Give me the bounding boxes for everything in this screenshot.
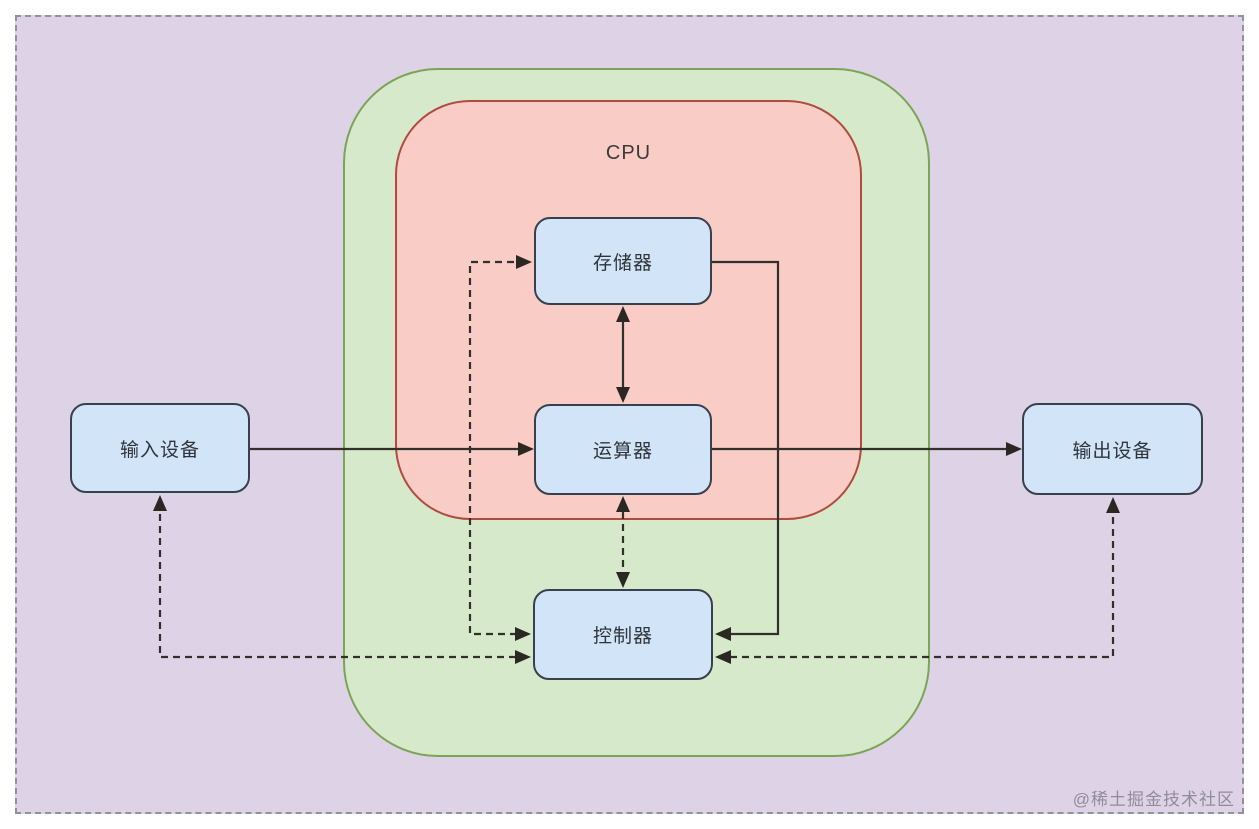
node-controller: 控制器 (533, 589, 713, 680)
node-output-device-label: 输出设备 (1072, 440, 1153, 462)
node-memory-label: 存储器 (592, 252, 653, 274)
cpu-group-label: CPU (605, 142, 652, 164)
node-input-device-label: 输入设备 (119, 439, 200, 461)
node-output-device: 输出设备 (1022, 403, 1203, 495)
node-input-device: 输入设备 (70, 403, 250, 493)
node-controller-label: 控制器 (592, 626, 653, 647)
watermark: @稀土掘金技术社区 (1072, 790, 1235, 809)
node-memory: 存储器 (534, 217, 712, 305)
node-alu-label: 运算器 (592, 441, 653, 462)
node-alu: 运算器 (534, 404, 712, 495)
